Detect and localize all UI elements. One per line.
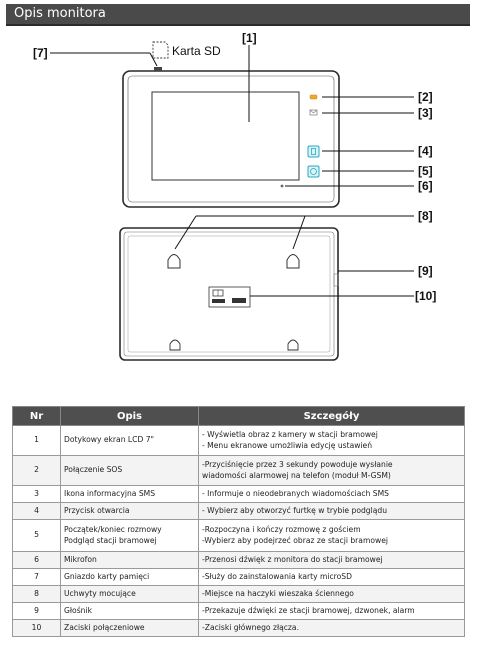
row-szczegoly: - Wybierz aby otworzyć furtkę w trybie p…: [198, 502, 465, 520]
row-szczegoly: - Wyświetla obraz z kamery w stacji bram…: [198, 425, 465, 456]
label-2: [2]: [418, 90, 433, 104]
table-row: 9 Głośnik -Przekazuje dźwięki ze stacji …: [12, 602, 465, 620]
row-nr: 4: [12, 502, 61, 520]
table-row: 2 Połączenie SOS -Przyciśnięcie przez 3 …: [12, 455, 465, 486]
label-7: [7]: [33, 46, 48, 60]
sd-card-icon: [152, 41, 169, 59]
table-row: 10 Zaciski połączeniowe -Zaciski główneg…: [12, 619, 465, 637]
bottom-hook-right: [287, 339, 299, 351]
row-opis: Połączenie SOS: [60, 455, 199, 486]
row-opis: Dotykowy ekran LCD 7": [60, 425, 199, 456]
row-szczegoly: -Przekazuje dźwięki ze stacji bramowej, …: [198, 602, 465, 620]
column-header-opis: Opis: [60, 406, 199, 426]
table-header-row: Nr Opis Szczegóły: [12, 406, 465, 426]
mounting-hook-left: [167, 254, 181, 269]
row-nr: 7: [12, 568, 61, 586]
row-nr: 2: [12, 455, 61, 486]
table-row: 4 Przycisk otwarcia - Wybierz aby otworz…: [12, 502, 465, 520]
label-6: [6]: [418, 179, 433, 193]
row-opis: Przycisk otwarcia: [60, 502, 199, 520]
section-title: Opis monitora: [6, 4, 470, 24]
column-header-nr: Nr: [12, 406, 61, 426]
label-3: [3]: [418, 106, 433, 120]
row-nr: 9: [12, 602, 61, 620]
microphone-icon: [280, 184, 284, 188]
mounting-hook-right: [286, 254, 300, 269]
connection-terminals: [208, 286, 251, 308]
monitor-diagram: Karta SD: [33, 31, 436, 361]
row-opis: Zaciski połączeniowe: [60, 619, 199, 637]
leader-lines: [50, 45, 414, 297]
lcd-screen: [151, 91, 300, 181]
row-szczegoly: -Przyciśnięcie przez 3 sekundy powoduje …: [198, 455, 465, 486]
row-szczegoly: -Przenosi dźwięk z monitora do stacji br…: [198, 551, 465, 569]
row-nr: 3: [12, 485, 61, 503]
table-row: 8 Uchwyty mocujące -Miejsce na haczyki w…: [12, 585, 465, 603]
description-table-wrap: Nr Opis Szczegóły 1 Dotykowy ekran LCD 7…: [12, 406, 465, 637]
table-row: 5 Początek/koniec rozmowy Podgląd stacji…: [12, 519, 465, 552]
monitor-back: [119, 227, 339, 361]
row-nr: 5: [12, 519, 61, 552]
description-table: Nr Opis Szczegóły 1 Dotykowy ekran LCD 7…: [12, 406, 465, 637]
table-row: 1 Dotykowy ekran LCD 7" - Wyświetla obra…: [12, 425, 465, 456]
row-nr: 6: [12, 551, 61, 569]
row-nr: 1: [12, 425, 61, 456]
row-szczegoly: -Służy do zainstalowania karty microSD: [198, 568, 465, 586]
sd-slot: [154, 67, 162, 71]
row-nr: 10: [12, 619, 61, 637]
row-szczegoly: -Miejsce na haczyki wieszaka ściennego: [198, 585, 465, 603]
bottom-hook-left: [169, 339, 181, 351]
unlock-button-icon: [307, 145, 320, 158]
row-opis: Uchwyty mocujące: [60, 585, 199, 603]
table-row: 6 Mikrofon -Przenosi dźwięk z monitora d…: [12, 551, 465, 569]
label-9: [9]: [418, 264, 433, 278]
label-8: [8]: [418, 209, 433, 223]
column-header-szczegoly: Szczegóły: [198, 406, 465, 426]
table-row: 7 Gniazdo karty pamięci -Służy do zainst…: [12, 568, 465, 586]
sos-led-icon: [309, 94, 318, 100]
sms-icon: [309, 109, 318, 116]
label-4: [4]: [418, 144, 433, 158]
row-szczegoly: - Informuje o nieodebranych wiadomościac…: [198, 485, 465, 503]
row-opis: Mikrofon: [60, 551, 199, 569]
monitor-front: [122, 67, 340, 208]
row-szczegoly: -Zaciski głównego złącza.: [198, 619, 465, 637]
call-button-icon: [307, 165, 320, 178]
label-5: [5]: [418, 164, 433, 178]
sd-card-label: Karta SD: [172, 44, 221, 58]
row-opis: Początek/koniec rozmowy Podgląd stacji b…: [60, 519, 199, 552]
row-opis: Gniazdo karty pamięci: [60, 568, 199, 586]
row-nr: 8: [12, 585, 61, 603]
label-10: [10]: [415, 289, 436, 303]
table-row: 3 Ikona informacyjna SMS - Informuje o n…: [12, 485, 465, 503]
row-szczegoly: -Rozpoczyna i kończy rozmowę z gościem -…: [198, 519, 465, 552]
row-opis: Ikona informacyjna SMS: [60, 485, 199, 503]
title-underline: [6, 24, 470, 26]
speaker: [333, 273, 339, 287]
row-opis: Głośnik: [60, 602, 199, 620]
label-1: [1]: [242, 31, 257, 45]
